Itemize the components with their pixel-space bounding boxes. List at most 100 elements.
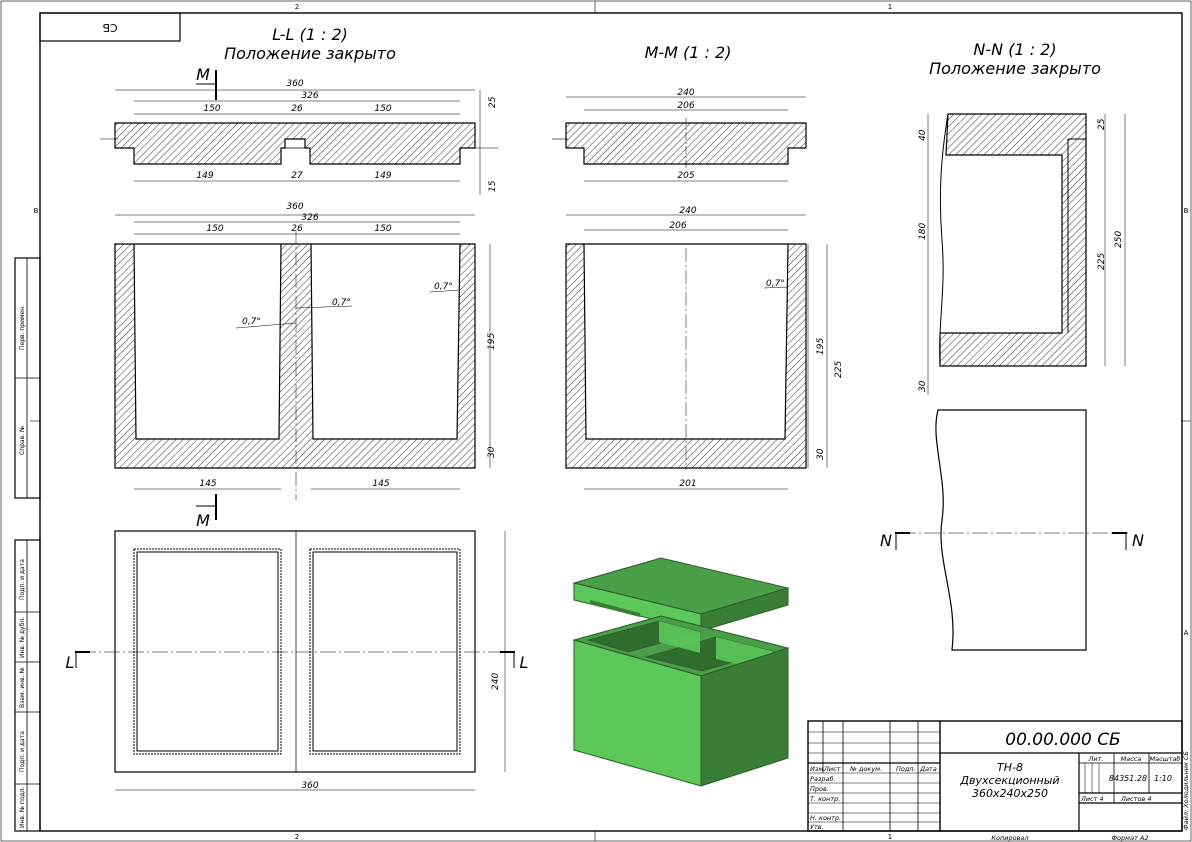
ll-body-dim-360: 360 [286, 202, 303, 212]
nn-dim-30: 30 [918, 380, 928, 392]
tb-massa: Масса [1121, 755, 1142, 763]
tb-designation: 00.00.000 СБ [1005, 730, 1120, 750]
mm-dim-30: 30 [816, 448, 826, 460]
tb-sheet: Лист 4 [1080, 795, 1104, 803]
tb-col-ndoc: № докум. [849, 765, 882, 773]
title-block: Изм. Лист № докум. Подп. Дата Разраб. Пр… [807, 720, 1190, 842]
mm-dim-206: 206 [677, 101, 694, 111]
mm-body-dim-206: 206 [669, 221, 686, 231]
tb-name-3: 360x240x250 [972, 787, 1048, 800]
ll-body-dim-150a: 150 [206, 224, 223, 234]
tb-row-tkontr: Т. контр. [810, 795, 840, 803]
strip-upper-1: Справ. № [19, 426, 26, 455]
strip-lower-4: Инв. № подл. [19, 787, 26, 828]
mm-title: M-M (1 : 2) [645, 43, 732, 62]
mm-body-dim-240: 240 [679, 206, 696, 216]
ll-dim-26: 26 [291, 104, 303, 114]
tb-col-podp: Подп. [896, 765, 916, 773]
mm-dim-240: 240 [677, 88, 694, 98]
tb-name-1: ТН-8 [997, 761, 1023, 774]
ll-angle-2: 0,7° [332, 298, 351, 308]
strip-lower-0: Подп. и дата [19, 559, 26, 600]
ll-dim-360: 360 [286, 79, 303, 89]
nn-dim-25: 25 [1097, 118, 1107, 130]
mm-dim-225: 225 [834, 361, 844, 378]
corner-code: СБ [102, 21, 117, 34]
tb-sheets: Листов 4 [1120, 795, 1151, 803]
nn-dim-250: 250 [1114, 231, 1124, 248]
nn-title-block: N-N (1 : 2) Положение закрыто [929, 40, 1101, 78]
tb-row-prov: Пров. [810, 785, 829, 793]
ll-dim-326: 326 [301, 91, 318, 101]
mm-dim-201: 201 [679, 479, 696, 489]
view-ll-title: L-L (1 : 2) Положение закрыто [224, 25, 396, 63]
tb-col-izm: Изм. [810, 765, 825, 773]
ll-dim-150a: 150 [203, 104, 220, 114]
tb-scale-value: 1:10 [1154, 774, 1172, 783]
ll-dim-25: 25 [488, 96, 498, 108]
ll-dim-15: 15 [488, 180, 498, 192]
l-label-right: L [520, 653, 529, 672]
side-strip: Перв. примен. Справ. № Подп. и дата Инв.… [14, 257, 41, 832]
tb-col-data: Дата [919, 765, 937, 773]
ll-lid-section: M 360 326 150 26 150 149 27 149 25 15 [100, 65, 498, 195]
tb-file: Файл: Холодильник СБ [1182, 751, 1190, 830]
mm-dim-205: 205 [677, 171, 694, 181]
nn-subtitle: Положение закрыто [929, 59, 1101, 78]
zone-top-1: 1 [888, 3, 892, 11]
ll-body-dim-26: 26 [291, 224, 303, 234]
ll-dim-149b: 149 [374, 171, 391, 181]
tb-masshtab: Масштаб [1150, 755, 1181, 763]
mm-body-section: 240 206 0,7° 195 30 225 201 [565, 206, 844, 490]
zone-right-a: A [1184, 629, 1189, 637]
tb-col-list: Лист [823, 765, 841, 773]
ll-dim-149a: 149 [196, 171, 213, 181]
mm-angle: 0,7° [766, 279, 785, 289]
tb-format: Формат A2 [1111, 834, 1148, 842]
ll-angle-1: 0,7° [242, 317, 261, 327]
ll-subtitle: Положение закрыто [224, 44, 396, 63]
n-label-left: N [880, 531, 892, 550]
ll-title: L-L (1 : 2) [272, 25, 348, 44]
nn-section: 40 180 30 25 225 250 [918, 113, 1126, 395]
corner-code-box: СБ [39, 12, 181, 42]
tb-row-utv: Утв. [810, 823, 824, 831]
ll-body-section: 360 326 150 26 150 0,7° 0,7° 0,7° 195 30… [114, 202, 497, 530]
strip-upper-0: Перв. примен. [19, 305, 26, 350]
plan-dim-360: 360 [301, 781, 318, 791]
nn-dim-225: 225 [1097, 253, 1107, 270]
tb-row-nkontr: Н. контр. [810, 814, 841, 822]
nn-dim-180: 180 [918, 223, 928, 240]
strip-lower-2: Взам. инв. № [19, 667, 26, 708]
nn-dim-40: 40 [918, 129, 928, 141]
ll-dim-30: 30 [487, 446, 497, 458]
tb-row-razrab: Разраб. [810, 775, 836, 783]
nn-title: N-N (1 : 2) [973, 40, 1056, 59]
tb-mass-value: 84351.28 [1109, 774, 1147, 783]
zone-left-b: B [34, 207, 39, 215]
strip-lower-1: Инв. № дубл. [19, 617, 26, 658]
mm-dim-195: 195 [816, 338, 826, 355]
ll-angle-3: 0,7° [434, 282, 453, 292]
tb-lit: Лит. [1088, 755, 1104, 763]
ll-dim-145a: 145 [199, 479, 216, 489]
ll-dim-195: 195 [487, 333, 497, 350]
ll-body-dim-326: 326 [301, 213, 318, 223]
ll-dim-27: 27 [291, 171, 303, 181]
tb-copied: Копировал [991, 834, 1028, 842]
n-label-right: N [1132, 531, 1144, 550]
zone-bottom-2: 2 [295, 833, 299, 841]
ll-dim-145b: 145 [372, 479, 389, 489]
zone-right-b: B [1184, 207, 1189, 215]
ll-body-dim-150b: 150 [374, 224, 391, 234]
m-label-bottom: M [196, 511, 210, 530]
nn-side-view: N N [880, 409, 1144, 651]
zone-top-2: 2 [295, 3, 299, 11]
isometric-model [572, 557, 790, 787]
m-label-top: M [196, 65, 210, 84]
tb-name-2: Двухсекционный [959, 774, 1059, 787]
mm-lid-section: 240 206 205 [552, 88, 807, 182]
plan-dim-240: 240 [491, 673, 501, 690]
l-label-left: L [66, 653, 75, 672]
